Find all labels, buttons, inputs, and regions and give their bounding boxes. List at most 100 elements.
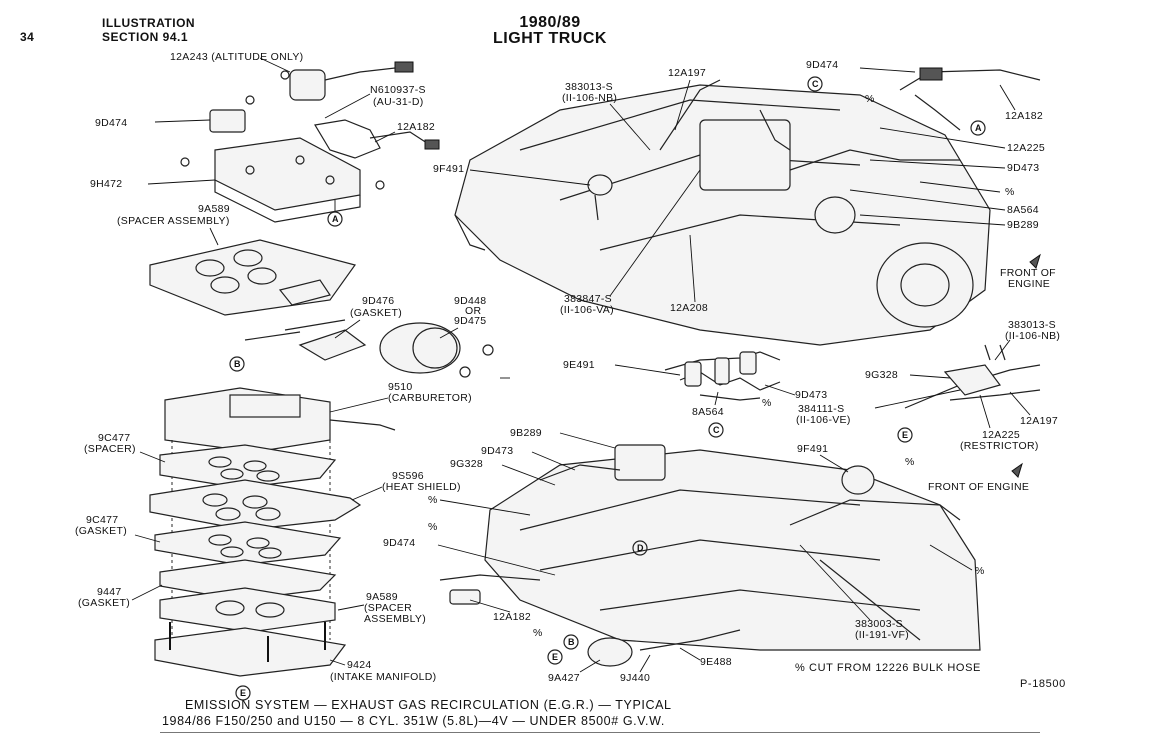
- label-or: OR: [465, 305, 481, 317]
- label-384111: 384111-S: [798, 403, 844, 415]
- egr-spacer-plate: [149, 239, 356, 316]
- label-12a197-e: 12A197: [1020, 415, 1058, 427]
- label-9d476: 9D476: [362, 295, 394, 307]
- label-pct-c: %: [762, 397, 772, 409]
- label-383847: 383847-S: [564, 293, 612, 305]
- label-intake-manifold: (INTAKE MANIFOLD): [330, 671, 436, 683]
- label-ii-106-va: (II-106-VA): [560, 304, 614, 316]
- view-ref-c-top: C: [807, 76, 823, 92]
- label-9s596: 9S596: [392, 470, 424, 482]
- label-engine: ENGINE: [1008, 278, 1050, 290]
- label-spacer-b: (SPACER: [364, 602, 412, 614]
- label-9d474-a: 9D474: [95, 117, 127, 129]
- label-9424: 9424: [347, 659, 372, 671]
- label-12a197-top: 12A197: [668, 67, 706, 79]
- engine-top-view: [454, 67, 1041, 346]
- label-spacer: (SPACER): [84, 443, 136, 455]
- label-9f491-top: 9F491: [433, 163, 464, 175]
- label-9d448: 9D448: [454, 295, 486, 307]
- label-pct-bottom2: %: [428, 494, 438, 506]
- label-ii-106-ve: (II-106-VE): [796, 414, 851, 426]
- label-front-of-engine: FRONT OF ENGINE: [928, 481, 1029, 493]
- label-9447: 9447: [97, 586, 122, 598]
- svg-text:E: E: [240, 688, 246, 698]
- label-9g328-bottom: 9G328: [450, 458, 483, 470]
- front-arrow-icon: [1029, 253, 1041, 269]
- view-ref-b-left: B: [229, 356, 245, 372]
- label-9b289-bottom: 9B289: [510, 427, 542, 439]
- label-au-31-d: (AU-31-D): [373, 96, 424, 108]
- label-9d474-top: 9D474: [806, 59, 838, 71]
- label-8a564-c: 8A564: [692, 406, 724, 418]
- view-ref-e-detail: E: [897, 427, 913, 443]
- svg-text:B: B: [568, 637, 575, 647]
- view-ref-b-bottom: B: [563, 634, 579, 650]
- svg-text:D: D: [637, 543, 644, 553]
- label-gasket-9447: (GASKET): [78, 597, 130, 609]
- label-9d475: 9D475: [454, 315, 486, 327]
- label-9f491-bottom: 9F491: [797, 443, 828, 455]
- altitude-bracket-group: [147, 57, 440, 223]
- label-9e488: 9E488: [700, 656, 732, 668]
- label-12a225-e: 12A225: [982, 429, 1020, 441]
- svg-text:C: C: [812, 79, 819, 89]
- svg-text:E: E: [552, 652, 558, 662]
- label-carburetor: (CARBURETOR): [388, 392, 472, 404]
- label-pct-bottom4: %: [975, 565, 985, 577]
- section-label: ILLUSTRATION: [102, 16, 196, 30]
- view-ref-a-top: A: [327, 211, 343, 227]
- view-ref-e-bottom: E: [547, 649, 563, 665]
- label-12a225-top: 12A225: [1007, 142, 1045, 154]
- label-9d473-bottom: 9D473: [481, 445, 513, 457]
- label-gasket-9d476: (GASKET): [350, 307, 402, 319]
- label-12a182-bottom: 12A182: [493, 611, 531, 623]
- detail-c-assembly: [664, 351, 781, 401]
- label-front-of: FRONT OF: [1000, 267, 1056, 279]
- label-9d473-top: 9D473: [1007, 162, 1039, 174]
- label-9a427: 9A427: [548, 672, 580, 684]
- figure-id: P-18500: [1020, 678, 1066, 690]
- label-9d474-bottom: 9D474: [383, 537, 415, 549]
- label-9c477-gasket: 9C477: [86, 514, 118, 526]
- view-ref-d: D: [632, 540, 648, 556]
- label-9c477-spacer: 9C477: [98, 432, 130, 444]
- label-pct-bottom5: %: [533, 627, 543, 639]
- label-383003: 383003-S: [855, 618, 903, 630]
- label-heat-shield: (HEAT SHIELD): [382, 481, 461, 493]
- label-9j440: 9J440: [620, 672, 650, 684]
- caption-line2: 1984/86 F150/250 and U150 — 8 CYL. 351W …: [162, 714, 665, 728]
- label-gasket-9c477: (GASKET): [75, 525, 127, 537]
- label-assembly-b: ASSEMBLY): [364, 613, 426, 625]
- label-12a243: 12A243 (ALTITUDE ONLY): [170, 51, 303, 63]
- label-12a208: 12A208: [670, 302, 708, 314]
- label-restrictor: (RESTRICTOR): [960, 440, 1039, 452]
- label-8a564-top: 8A564: [1007, 204, 1039, 216]
- page-number: 34: [20, 30, 35, 44]
- label-9e491: 9E491: [563, 359, 595, 371]
- label-12a182-top: 12A182: [1005, 110, 1043, 122]
- label-9a589-b: 9A589: [366, 591, 398, 603]
- label-9510: 9510: [388, 381, 413, 393]
- label-383013-e: 383013-S: [1008, 319, 1056, 331]
- carburetor-stack: [149, 387, 396, 677]
- detail-e-assembly: [904, 344, 1041, 409]
- label-12a182-a: 12A182: [397, 121, 435, 133]
- label-pct-bottom1: %: [905, 456, 915, 468]
- label-pct-top2: %: [1005, 186, 1015, 198]
- front-arrow-icon-bottom: [1011, 462, 1023, 478]
- svg-text:C: C: [713, 425, 720, 435]
- label-n610937: N610937-S: [370, 84, 426, 96]
- view-ref-c-detail: C: [708, 422, 724, 438]
- label-9h472: 9H472: [90, 178, 122, 190]
- svg-text:A: A: [332, 214, 339, 224]
- label-9a589-a: 9A589: [198, 203, 230, 215]
- label-9g328-e: 9G328: [865, 369, 898, 381]
- view-ref-e-left: E: [235, 685, 251, 701]
- label-pct-bottom3: %: [428, 521, 438, 533]
- egr-valve: [244, 319, 510, 379]
- hose-note: % CUT FROM 12226 BULK HOSE: [795, 662, 981, 674]
- label-383013: 383013-S: [565, 81, 613, 93]
- label-pct-top1: %: [865, 93, 875, 105]
